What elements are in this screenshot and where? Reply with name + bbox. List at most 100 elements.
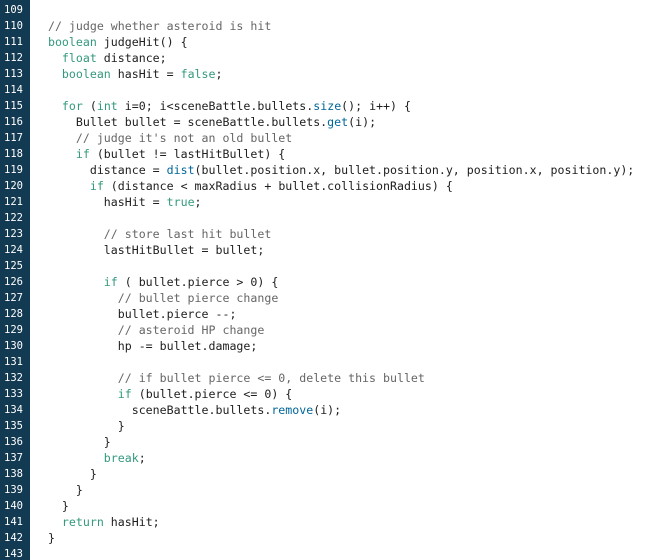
- code-text-token: (i);: [348, 115, 377, 129]
- code-line[interactable]: break;: [34, 450, 645, 466]
- code-line[interactable]: }: [34, 418, 645, 434]
- code-text-token: Bullet bullet = sceneBattle.bullets.: [34, 115, 328, 129]
- keyword-token: if: [34, 147, 90, 161]
- code-line[interactable]: if (distance < maxRadius + bullet.collis…: [34, 178, 645, 194]
- keyword-token: if: [34, 387, 132, 401]
- keyword-token: return: [34, 515, 104, 529]
- code-line[interactable]: distance = dist(bullet.position.x, bulle…: [34, 162, 645, 178]
- code-text-token: hasHit =: [34, 195, 167, 209]
- keyword-token: false: [180, 67, 216, 81]
- code-line[interactable]: return hasHit;: [34, 514, 645, 530]
- code-line[interactable]: sceneBattle.bullets.remove(i);: [34, 402, 645, 418]
- code-line[interactable]: lastHitBullet = bullet;: [34, 242, 645, 258]
- code-line[interactable]: [34, 2, 645, 18]
- code-line[interactable]: [34, 210, 645, 226]
- code-line[interactable]: boolean judgeHit() {: [34, 34, 645, 50]
- line-number: 114: [4, 84, 23, 96]
- line-number: 123: [4, 228, 23, 240]
- code-line[interactable]: // judge it's not an old bullet: [34, 130, 645, 146]
- function-name-token: dist: [166, 163, 195, 177]
- code-line[interactable]: // bullet pierce change: [34, 290, 645, 306]
- code-line[interactable]: hp -= bullet.damage;: [34, 338, 645, 354]
- code-line[interactable]: [34, 354, 645, 370]
- code-text-token: i=0; i<sceneBattle.bullets.: [117, 99, 314, 113]
- line-number: 122: [4, 212, 23, 224]
- code-line[interactable]: }: [34, 434, 645, 450]
- code-text-token: bullet.pierce --;: [34, 307, 237, 321]
- code-text-token: }: [34, 467, 97, 481]
- code-line[interactable]: }: [34, 530, 645, 546]
- code-text-token: hp -= bullet.damage;: [34, 339, 258, 353]
- line-number: 117: [4, 132, 23, 144]
- line-number: 126: [4, 276, 23, 288]
- keyword-token: boolean: [34, 35, 97, 49]
- code-line[interactable]: // asteroid HP change: [34, 322, 645, 338]
- code-text-token: (bullet.pierce <= 0) {: [131, 387, 293, 401]
- code-text-token: }: [34, 435, 111, 449]
- code-line[interactable]: for (int i=0; i<sceneBattle.bullets.size…: [34, 98, 645, 114]
- comment-token: // judge it's not an old bullet: [34, 131, 293, 145]
- code-text-token: }: [34, 483, 83, 497]
- code-line[interactable]: float distance;: [34, 50, 645, 66]
- keyword-token: if: [34, 275, 118, 289]
- comment-token: // if bullet pierce <= 0, delete this bu…: [34, 371, 425, 385]
- keyword-token: if: [34, 179, 104, 193]
- line-number: 121: [4, 196, 23, 208]
- line-number: 115: [4, 100, 23, 112]
- code-text-token: ;: [138, 451, 146, 465]
- code-line[interactable]: Bullet bullet = sceneBattle.bullets.get(…: [34, 114, 645, 130]
- code-text-token: hasHit;: [103, 515, 160, 529]
- line-number: 133: [4, 388, 23, 400]
- code-line[interactable]: // judge whether asteroid is hit: [34, 18, 645, 34]
- line-number: 110: [4, 20, 23, 32]
- code-text-token: (: [82, 99, 97, 113]
- line-number: 127: [4, 292, 23, 304]
- code-text-token: (i);: [313, 403, 342, 417]
- line-number: 139: [4, 484, 23, 496]
- code-line[interactable]: if ( bullet.pierce > 0) {: [34, 274, 645, 290]
- code-line[interactable]: [34, 546, 645, 560]
- line-number: 124: [4, 244, 23, 256]
- line-number: 125: [4, 260, 23, 272]
- code-text-token: lastHitBullet = bullet;: [34, 243, 265, 257]
- line-number: 136: [4, 436, 23, 448]
- code-line[interactable]: }: [34, 498, 645, 514]
- code-line[interactable]: if (bullet.pierce <= 0) {: [34, 386, 645, 402]
- line-number: 111: [4, 36, 23, 48]
- keyword-token: float: [34, 51, 97, 65]
- code-line[interactable]: bullet.pierce --;: [34, 306, 645, 322]
- code-line[interactable]: [34, 258, 645, 274]
- line-number: 141: [4, 516, 23, 528]
- code-text-token: }: [34, 531, 55, 545]
- code-line[interactable]: }: [34, 466, 645, 482]
- code-text-token: (bullet != lastHitBullet) {: [89, 147, 286, 161]
- keyword-token: true: [166, 195, 195, 209]
- code-text-token: (distance < maxRadius + bullet.collision…: [103, 179, 453, 193]
- comment-token: // judge whether asteroid is hit: [34, 19, 272, 33]
- line-number: 142: [4, 532, 23, 544]
- line-number: 137: [4, 452, 23, 464]
- keyword-token: break: [34, 451, 139, 465]
- code-text-token: distance;: [96, 51, 167, 65]
- code-line[interactable]: // if bullet pierce <= 0, delete this bu…: [34, 370, 645, 386]
- code-line[interactable]: // store last hit bullet: [34, 226, 645, 242]
- code-line[interactable]: }: [34, 482, 645, 498]
- code-text-token: (bullet.position.x, bullet.position.y, p…: [194, 163, 635, 177]
- code-text-token: }: [34, 499, 69, 513]
- code-line[interactable]: [34, 82, 645, 98]
- code-text-token: ( bullet.pierce > 0) {: [117, 275, 279, 289]
- function-name-token: get: [327, 115, 349, 129]
- comment-token: // bullet pierce change: [34, 291, 279, 305]
- code-area[interactable]: // judge whether asteroid is hit boolean…: [30, 0, 645, 560]
- comment-token: // asteroid HP change: [34, 323, 265, 337]
- code-line[interactable]: if (bullet != lastHitBullet) {: [34, 146, 645, 162]
- code-line[interactable]: boolean hasHit = false;: [34, 66, 645, 82]
- keyword-token: int: [96, 99, 118, 113]
- line-number: 138: [4, 468, 23, 480]
- line-number: 128: [4, 308, 23, 320]
- line-number: 119: [4, 164, 23, 176]
- code-text-token: ;: [194, 195, 202, 209]
- line-number: 129: [4, 324, 23, 336]
- code-line[interactable]: hasHit = true;: [34, 194, 645, 210]
